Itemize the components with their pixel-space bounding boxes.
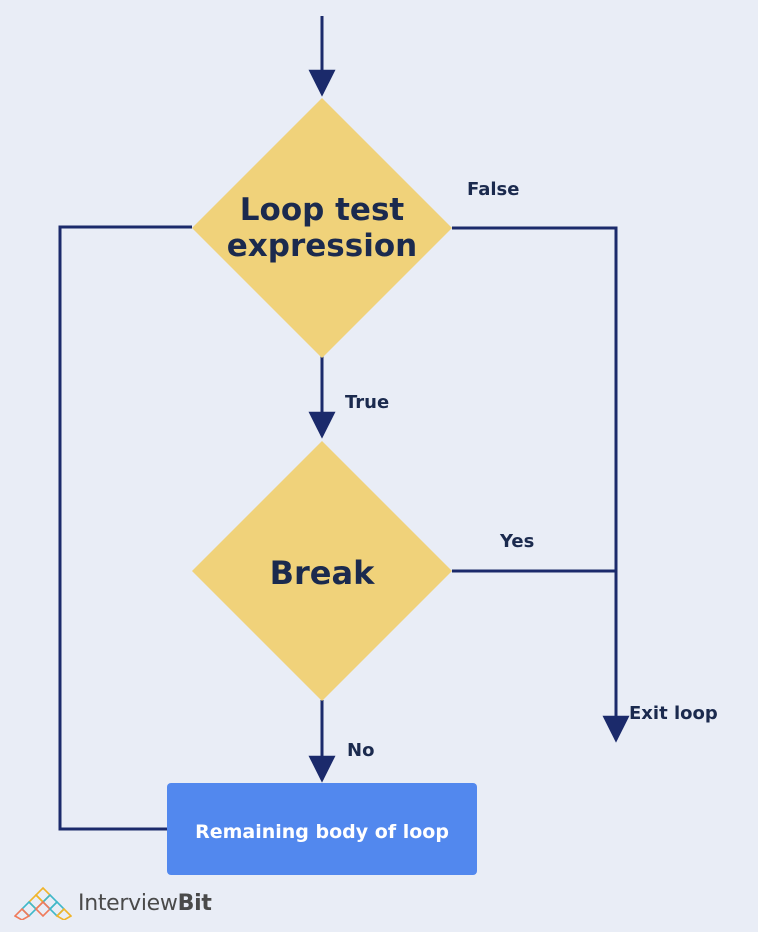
loop-test-decision bbox=[192, 98, 452, 358]
interviewbit-logo: InterviewBit bbox=[14, 886, 212, 920]
true-label: True bbox=[345, 392, 389, 413]
loop-test-label-line1: Loop test bbox=[240, 192, 405, 228]
loop-test-label-line2: expression bbox=[227, 228, 417, 264]
false-connector bbox=[452, 226, 630, 743]
exit-loop-label: Exit loop bbox=[629, 703, 718, 724]
logo-wordmark: InterviewBit bbox=[78, 891, 212, 916]
logo-wordmark-part1: Interview bbox=[78, 890, 178, 916]
logo-wordmark-part2: Bit bbox=[177, 890, 212, 916]
false-label: False bbox=[467, 179, 519, 200]
interviewbit-triangle-icon bbox=[14, 886, 72, 920]
connectors bbox=[58, 16, 630, 831]
break-decision bbox=[192, 441, 452, 701]
loop-back-connector bbox=[58, 225, 192, 831]
remaining-body-label: Remaining body of loop bbox=[195, 821, 449, 843]
no-label: No bbox=[347, 740, 374, 761]
yes-label: Yes bbox=[499, 531, 534, 552]
break-label: Break bbox=[270, 554, 375, 592]
remaining-body-process bbox=[167, 783, 477, 875]
